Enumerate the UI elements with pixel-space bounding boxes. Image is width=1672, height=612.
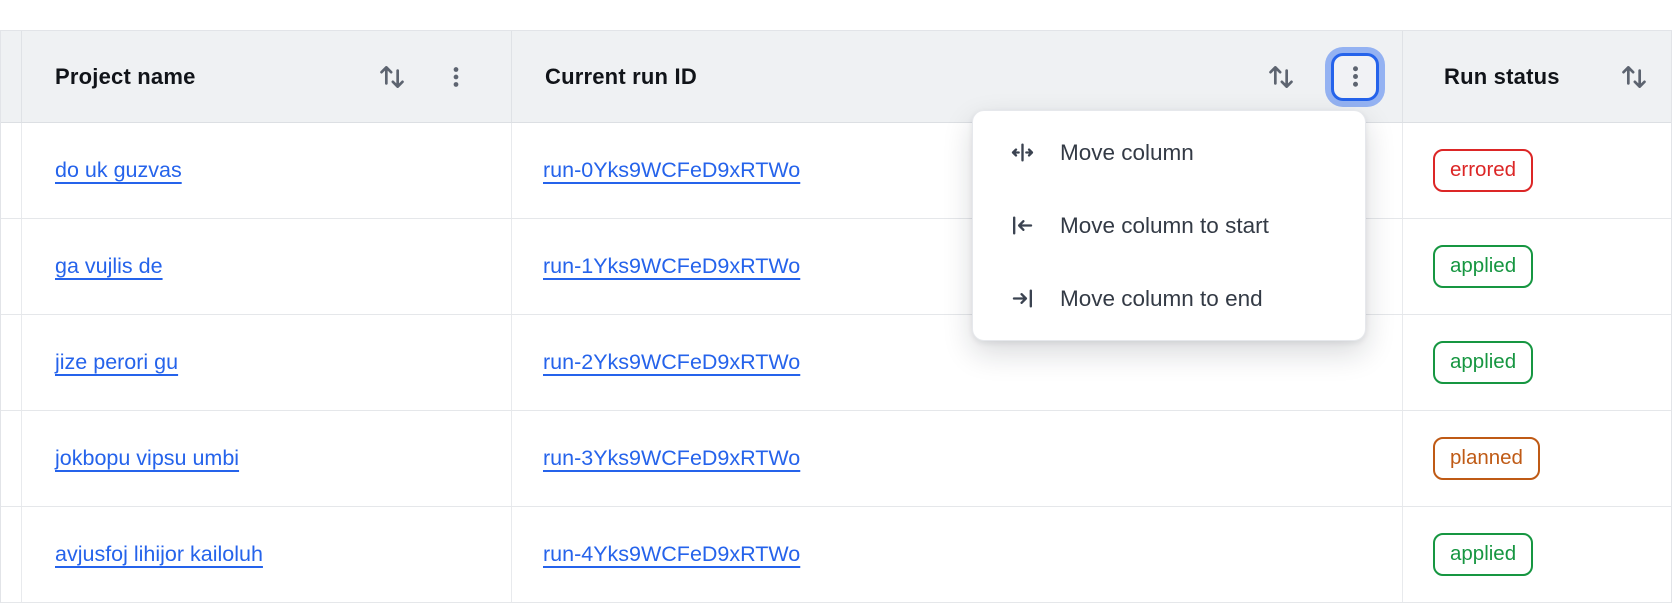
row-spacer-cell xyxy=(1,123,22,218)
project-name-column-menu-button[interactable] xyxy=(443,64,469,90)
project-name-cell: jize perori gu xyxy=(22,315,512,410)
row-spacer-cell xyxy=(1,411,22,506)
table-row: jokbopu vipsu umbi run-3Yks9WCFeD9xRTWo pl… xyxy=(1,411,1671,507)
project-name-link[interactable]: jize perori gu xyxy=(55,350,179,374)
move-column-icon xyxy=(1011,143,1034,162)
menu-item-move-column-to-end[interactable]: Move column to end xyxy=(973,262,1365,335)
menu-item-label: Move column xyxy=(1060,139,1194,165)
kebab-icon xyxy=(453,66,459,87)
project-name-link[interactable]: avjusfoj lihijor kailoluh xyxy=(55,542,263,566)
project-name-link[interactable]: do uk guzvas xyxy=(55,158,182,182)
table-row: jize perori gu run-2Yks9WCFeD9xRTWo applie… xyxy=(1,315,1671,411)
status-badge: applied xyxy=(1433,533,1534,576)
project-name-cell: avjusfoj lihijor kailoluh xyxy=(22,507,512,602)
move-column-to-end-icon xyxy=(1012,289,1033,308)
status-badge: errored xyxy=(1433,149,1534,192)
sort-icon xyxy=(380,65,404,88)
run-status-cell: planned xyxy=(1403,411,1671,506)
run-id-link[interactable]: run-4Yks9WCFeD9xRTWo xyxy=(543,542,801,566)
table-row: ga vujlis de run-1Yks9WCFeD9xRTWo applied xyxy=(1,219,1671,315)
menu-item-move-column[interactable]: Move column xyxy=(973,116,1365,189)
projects-table: Project name Current run ID xyxy=(0,30,1672,603)
run-id-link[interactable]: run-0Yks9WCFeD9xRTWo xyxy=(543,158,801,182)
project-name-cell: do uk guzvas xyxy=(22,123,512,218)
run-status-column-label: Run status xyxy=(1444,63,1560,89)
status-badge: applied xyxy=(1433,245,1534,288)
current-run-id-cell: run-3Yks9WCFeD9xRTWo xyxy=(512,411,1403,506)
current-run-id-column-menu-button-focused[interactable] xyxy=(1331,52,1379,101)
run-status-cell: applied xyxy=(1403,507,1671,602)
header-cell-run-status: Run status xyxy=(1403,31,1671,122)
row-spacer-cell xyxy=(1,315,22,410)
current-run-id-cell: run-0Yks9WCFeD9xRTWo xyxy=(512,123,1403,218)
sort-icon xyxy=(1622,65,1646,88)
project-name-sort-button[interactable] xyxy=(375,60,409,94)
run-id-link[interactable]: run-2Yks9WCFeD9xRTWo xyxy=(543,350,801,374)
run-id-link[interactable]: run-3Yks9WCFeD9xRTWo xyxy=(543,446,801,470)
header-spacer-cell xyxy=(1,31,22,122)
status-badge: applied xyxy=(1433,341,1534,384)
table-row: avjusfoj lihijor kailoluh run-4Yks9WCFeD9… xyxy=(1,507,1671,603)
current-run-id-cell: run-2Yks9WCFeD9xRTWo xyxy=(512,315,1403,410)
menu-item-move-column-to-start[interactable]: Move column to start xyxy=(973,189,1365,262)
current-run-id-sort-button[interactable] xyxy=(1264,60,1298,94)
project-name-cell: jokbopu vipsu umbi xyxy=(22,411,512,506)
project-name-column-label: Project name xyxy=(55,63,196,89)
run-status-sort-button[interactable] xyxy=(1617,60,1651,94)
project-name-link[interactable]: ga vujlis de xyxy=(55,254,163,278)
status-badge: planned xyxy=(1433,437,1540,480)
menu-item-label: Move column to end xyxy=(1060,285,1263,311)
current-run-id-cell: run-1Yks9WCFeD9xRTWo xyxy=(512,219,1403,314)
table-body: do uk guzvas run-0Yks9WCFeD9xRTWo errored g… xyxy=(1,123,1671,603)
current-run-id-column-label: Current run ID xyxy=(545,63,697,89)
row-spacer-cell xyxy=(1,507,22,602)
sort-icon xyxy=(1269,65,1293,88)
table-row: do uk guzvas run-0Yks9WCFeD9xRTWo errored xyxy=(1,123,1671,219)
column-options-dropdown-menu: Move column Move column to start Move co… xyxy=(972,110,1366,341)
run-status-cell: errored xyxy=(1403,123,1671,218)
header-cell-project-name: Project name xyxy=(22,31,512,122)
project-name-link[interactable]: jokbopu vipsu umbi xyxy=(55,446,240,470)
row-spacer-cell xyxy=(1,219,22,314)
table-header-row: Project name Current run ID xyxy=(1,31,1671,123)
menu-item-label: Move column to start xyxy=(1060,212,1269,238)
header-cell-current-run-id: Current run ID xyxy=(512,31,1403,122)
move-column-to-start-icon xyxy=(1012,216,1033,235)
project-name-cell: ga vujlis de xyxy=(22,219,512,314)
run-status-cell: applied xyxy=(1403,219,1671,314)
current-run-id-cell: run-4Yks9WCFeD9xRTWo xyxy=(512,507,1403,602)
run-id-link[interactable]: run-1Yks9WCFeD9xRTWo xyxy=(543,254,801,278)
kebab-icon xyxy=(1352,66,1358,87)
run-status-cell: applied xyxy=(1403,315,1671,410)
